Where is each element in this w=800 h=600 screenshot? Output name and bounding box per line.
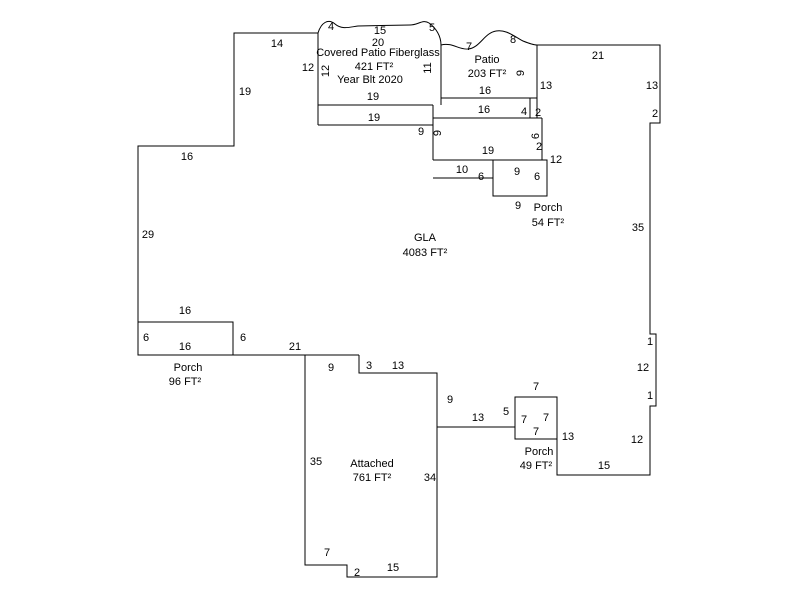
gla-south-lines: [437, 397, 516, 428]
covered-patio-outline: [317, 20, 442, 160]
porch-96-outline: [137, 322, 233, 356]
gla-east-outline: [537, 44, 661, 476]
attached-garage-outline: [304, 355, 438, 578]
porch-54-outline: [492, 159, 548, 197]
porch-49-outline: [514, 396, 558, 440]
gla-top-notch-lines: [433, 98, 547, 179]
gla-west-outline: [137, 32, 359, 356]
patio-outline: [440, 30, 538, 118]
